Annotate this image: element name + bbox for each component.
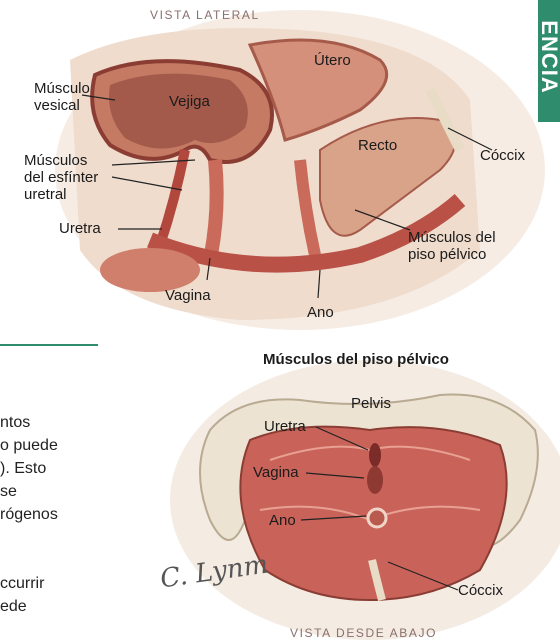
section-divider [0,344,98,346]
label-recto: Recto [358,137,397,154]
label-musculos-piso-pelvico: Músculos del piso pélvico [408,229,496,263]
body-text-line-5: rógenos [0,503,58,526]
label-utero: Útero [314,52,351,69]
label-uretra-inferior: Uretra [264,418,306,435]
label-musculos-esfinter: Músculos del esfínter uretral [24,152,98,203]
label-ano-lateral: Ano [307,304,334,321]
lateral-view-caption: VISTA LATERAL [150,8,260,22]
body-text-line-8: ede [0,595,27,618]
label-vagina-lateral: Vagina [165,287,211,304]
inferior-view-caption: VISTA DESDE ABAJO [290,626,437,640]
inferior-view-title: Músculos del piso pélvico [263,351,449,368]
body-text-line-4: se [0,480,17,503]
label-musculo-vesical: Músculo vesical [34,80,90,114]
lateral-view-illustration [55,10,545,330]
label-coccix-lateral: Cóccix [480,147,525,164]
label-pelvis: Pelvis [351,395,391,412]
label-uretra-lateral: Uretra [59,220,101,237]
label-vagina-inferior: Vagina [253,464,299,481]
body-text-line-2: o puede [0,434,58,457]
body-text-line-7: ccurrir [0,572,44,595]
label-ano-inferior: Ano [269,512,296,529]
body-text-line-3: ). Esto [0,457,46,480]
body-text-line-1: ntos [0,411,30,434]
label-coccix-inferior: Cóccix [458,582,503,599]
label-vejiga: Vejiga [169,93,210,110]
